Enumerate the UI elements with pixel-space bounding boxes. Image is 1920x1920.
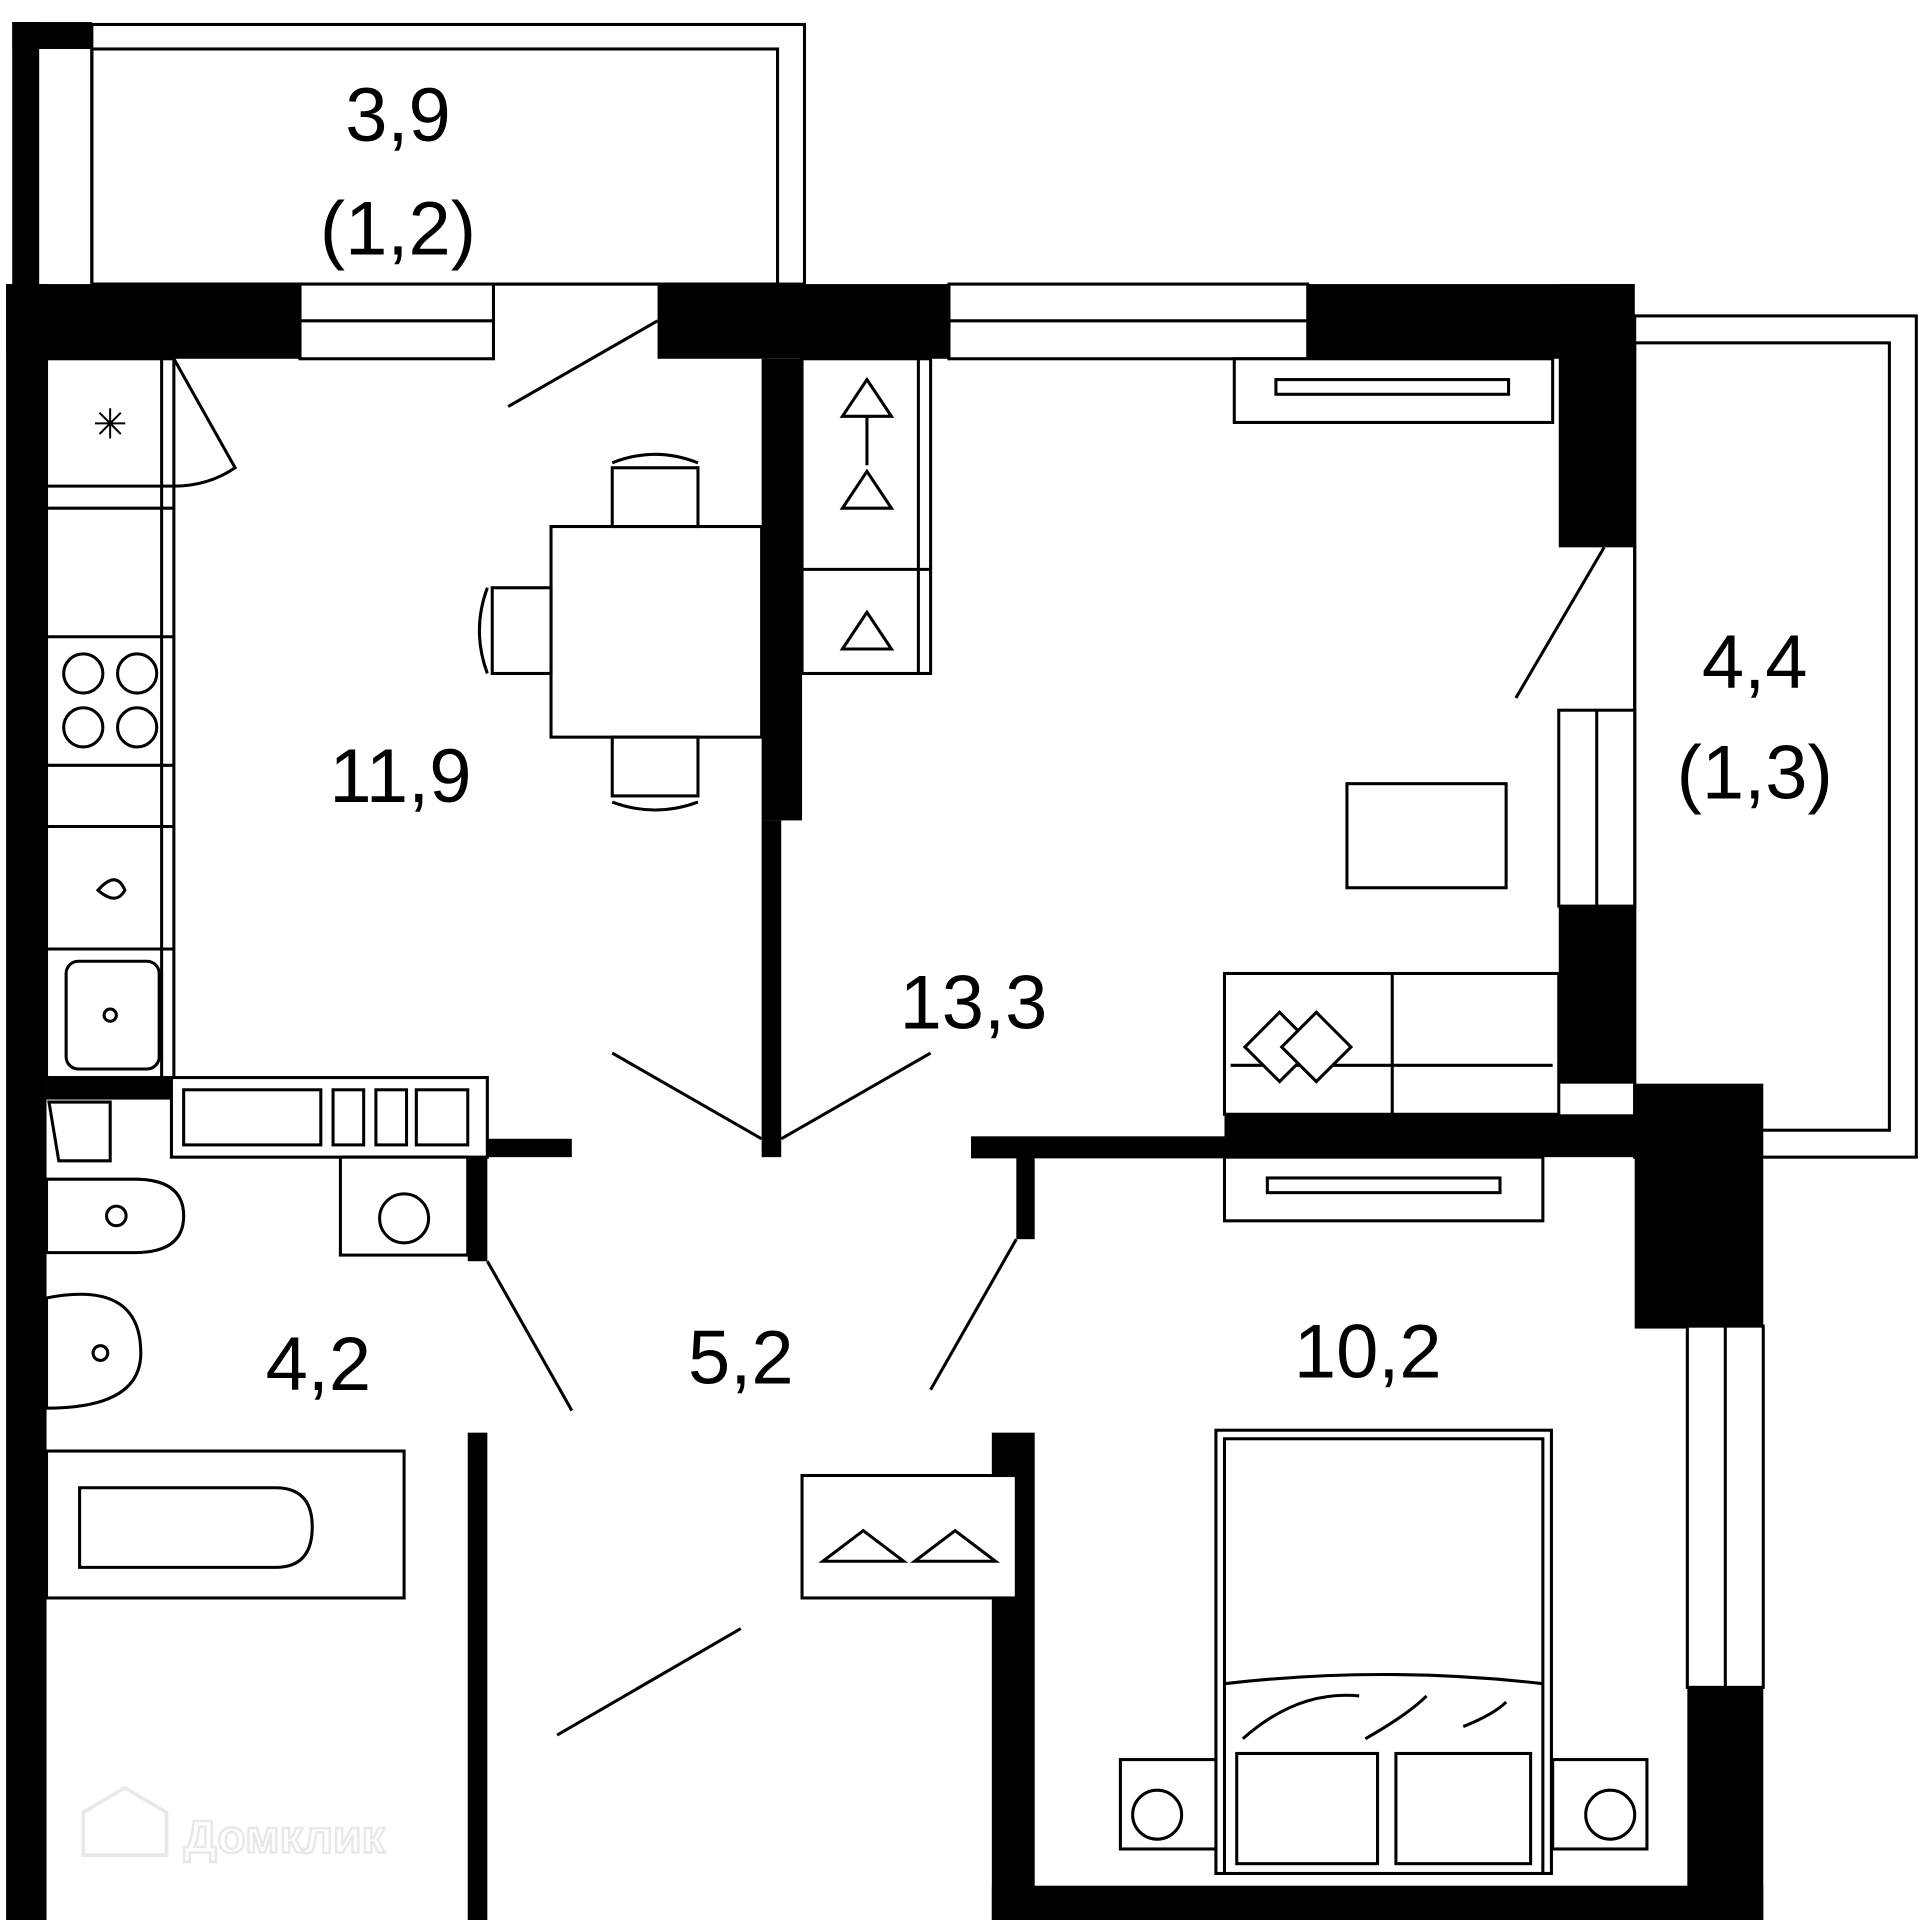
bathroom-fixtures — [45, 1076, 489, 1600]
svg-text:✳: ✳ — [93, 400, 128, 447]
bed — [1118, 1428, 1649, 1875]
walls — [6, 284, 1764, 1920]
area-living-room: 13,3 — [900, 961, 1048, 1046]
tv-bedroom — [1222, 1155, 1545, 1223]
tv-living — [1232, 357, 1555, 424]
windows — [298, 282, 1765, 1689]
sofa — [1222, 971, 1561, 1116]
dining-table — [477, 452, 764, 812]
wardrobe-living — [800, 357, 933, 675]
area-balcony-top: 3,9 — [345, 73, 451, 158]
area-bedroom: 10,2 — [1294, 1310, 1442, 1395]
area-balcony-top-reduced: (1,2) — [320, 187, 476, 272]
wardrobe-hall — [800, 1473, 1018, 1600]
area-kitchen: 11,9 — [329, 734, 471, 819]
area-bathroom: 4,2 — [266, 1322, 372, 1407]
area-hallway: 5,2 — [688, 1316, 794, 1401]
coffee-table — [1345, 782, 1508, 890]
area-balcony-right: 4,4 — [1702, 620, 1808, 705]
kitchen-counter: ✳ — [44, 357, 176, 1080]
area-balcony-right-reduced: (1,3) — [1677, 730, 1833, 815]
watermark-text: Домклик — [184, 1811, 386, 1863]
watermark-logo: Домклик — [81, 1785, 387, 1864]
door-swings — [172, 319, 1606, 1737]
